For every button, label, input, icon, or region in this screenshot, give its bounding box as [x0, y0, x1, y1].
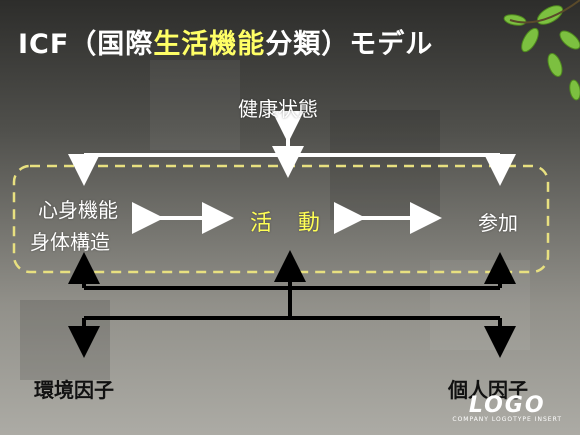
bg-tile: [150, 60, 240, 150]
logo-tagline: COMPANY LOGOTYPE INSERT: [452, 416, 562, 423]
health-connector: [68, 111, 516, 186]
leaves-decoration: [503, 0, 580, 101]
node-body-function-line1: 心身機能: [38, 198, 118, 222]
company-logo: LOGO COMPANY LOGOTYPE INSERT: [452, 393, 562, 423]
node-activity: 活動: [250, 211, 347, 236]
node-health-condition: 健康状態: [238, 97, 318, 121]
node-participation: 参加: [478, 211, 518, 235]
node-personal-factors: 個人因子: [448, 378, 528, 402]
title-prefix: ICF（国際: [18, 29, 154, 60]
node-environmental-factors: 環境因子: [34, 378, 114, 402]
factors-connector-upper: [68, 250, 516, 318]
factors-connector-lower: [68, 316, 516, 358]
node-body-function-line2: 身体構造: [30, 230, 110, 254]
title-highlight: 生活機能: [153, 29, 266, 60]
title-suffix: 分類）モデル: [265, 29, 434, 60]
page-title: ICF（国際生活機能分類）モデル: [18, 22, 433, 61]
logo-mark: LOGO: [468, 393, 546, 418]
